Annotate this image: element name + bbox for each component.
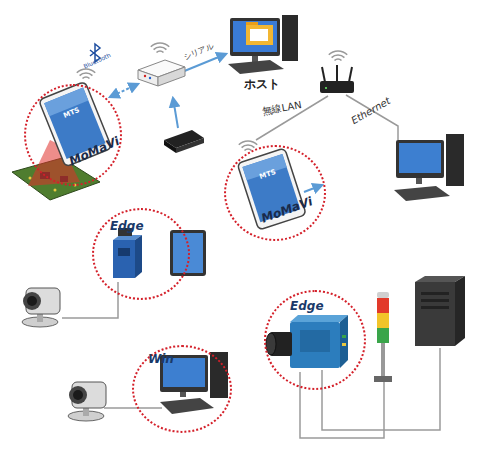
camera-lens — [23, 292, 41, 310]
smart-camera — [113, 240, 135, 278]
gateway-box — [158, 67, 185, 86]
wifi-symbol — [239, 141, 257, 151]
connection-label: Ethernet — [349, 95, 392, 126]
tower-red — [377, 298, 389, 313]
camera-panel — [300, 330, 330, 352]
signal-cable — [300, 372, 384, 438]
monitor-stand — [416, 178, 422, 184]
tower-green — [377, 328, 389, 343]
document-icon — [250, 29, 268, 41]
gateway-box — [138, 70, 158, 86]
smart-camera — [290, 315, 348, 322]
ethernet-cable — [346, 95, 398, 140]
monitor — [396, 140, 444, 178]
monitor-stand — [180, 392, 186, 397]
display-panel — [170, 230, 206, 276]
solder-pad — [54, 189, 57, 192]
device-label: MoMaVi — [260, 195, 315, 226]
wifi-symbol — [329, 51, 347, 61]
status-led — [144, 75, 146, 77]
camera-lens — [69, 386, 87, 404]
monitor-screen — [399, 143, 441, 173]
device-ring: Edge — [264, 290, 366, 390]
device-label: ホスト — [244, 78, 280, 91]
bluetooth-link — [110, 84, 138, 97]
connection-label: 無線LAN — [261, 99, 302, 117]
router-antenna — [336, 65, 338, 82]
controller-box — [455, 276, 465, 346]
monitor-stand — [252, 56, 258, 62]
keyboard — [160, 398, 214, 414]
vent-slot — [421, 306, 449, 309]
camera-body — [72, 382, 106, 408]
wlan-arrow — [304, 185, 322, 192]
display-screen — [173, 233, 203, 273]
tower-base — [374, 376, 392, 382]
keyboard — [394, 186, 450, 201]
device-ring: Win — [132, 345, 232, 433]
device-ring: MoMaVi — [224, 145, 326, 241]
solder-pad — [29, 177, 32, 180]
wifi-symbol — [151, 43, 169, 53]
router-antenna — [349, 67, 352, 82]
monitor-screen — [233, 21, 277, 52]
connector — [342, 335, 346, 338]
controller-box — [415, 282, 455, 346]
device-label: Win — [148, 353, 174, 366]
device-label: Edge — [110, 220, 144, 233]
router-antenna — [322, 67, 325, 82]
connector — [342, 343, 346, 346]
camera-cable — [62, 282, 118, 318]
tower-pole — [381, 343, 385, 377]
foot-pedal — [176, 138, 204, 153]
wlan-line — [256, 96, 328, 140]
device-ring: Edge — [92, 208, 190, 300]
smart-camera — [340, 315, 348, 368]
camera-lens — [266, 333, 276, 355]
foot-pedal — [164, 140, 176, 153]
device-ring: MoMaVi — [24, 84, 122, 186]
status-led — [149, 77, 151, 79]
smart-camera — [290, 322, 340, 368]
router-led — [325, 87, 327, 89]
smart-camera — [135, 235, 142, 278]
keyboard — [228, 60, 284, 74]
tower-cap — [377, 292, 389, 298]
camera-lens — [73, 390, 83, 400]
router — [320, 81, 354, 93]
device-label: Edge — [290, 300, 324, 313]
camera-cable — [104, 407, 162, 409]
pc-tower — [446, 134, 464, 186]
folder-icon — [246, 25, 273, 45]
vent-slot — [421, 292, 449, 295]
camera-body — [26, 288, 60, 314]
vent-slot — [421, 299, 449, 302]
device-label: MoMaVi — [67, 135, 121, 169]
tower-yellow — [377, 313, 389, 328]
camera-lens — [27, 296, 37, 306]
wifi-symbol — [77, 69, 95, 79]
connection-label: Bluetooth — [83, 52, 112, 70]
monitor — [230, 18, 280, 56]
trigger-arrow — [173, 98, 178, 128]
pc-tower — [210, 352, 228, 398]
host-pc: ホスト — [222, 8, 302, 98]
camera-label — [118, 248, 130, 256]
pc-tower — [282, 15, 298, 61]
